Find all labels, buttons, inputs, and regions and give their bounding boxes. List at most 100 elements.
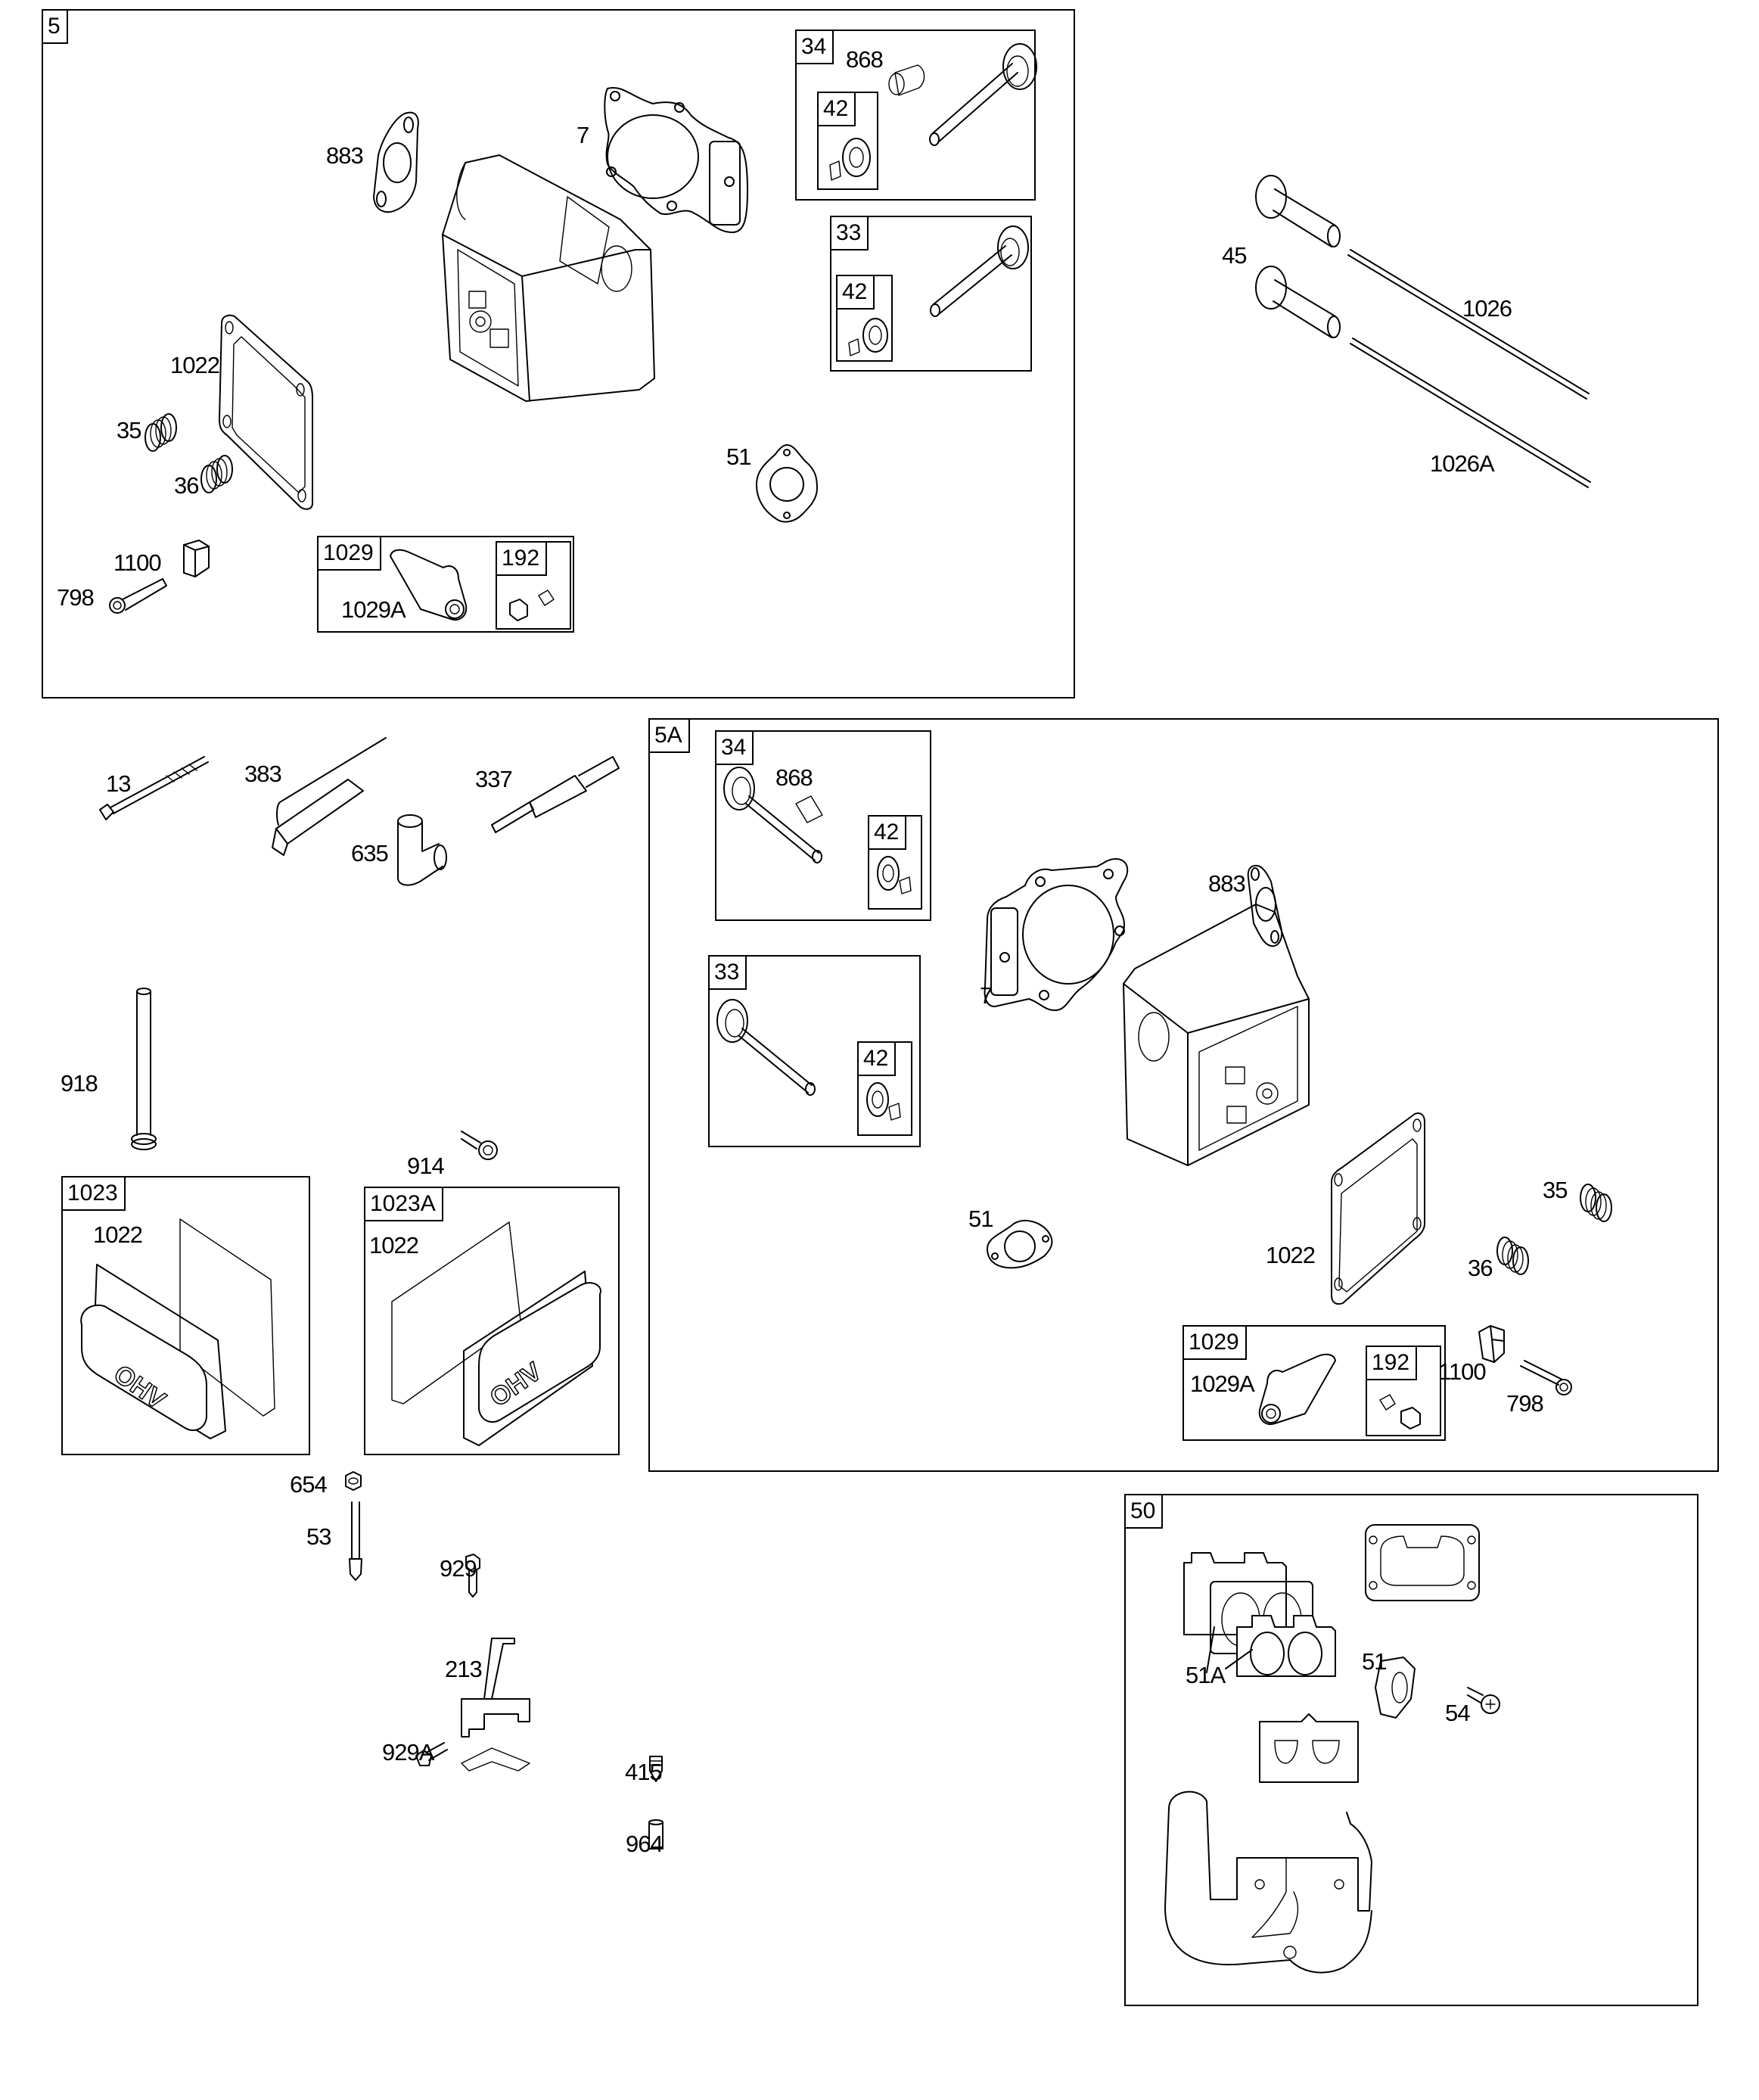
valve-cover-gasket-drawing — [1331, 1112, 1425, 1305]
valve-spring-36-drawing — [1496, 1237, 1529, 1275]
kit-ref-tag: 33 — [830, 216, 869, 250]
part-label-1026[interactable]: 1026 — [1462, 295, 1512, 322]
kit-ref-tag: 42 — [836, 275, 875, 310]
part-label-35[interactable]: 35 — [117, 417, 141, 443]
intake-valve-drawing — [716, 999, 816, 1096]
spark-plug-wrench-drawing — [272, 737, 387, 856]
intake-manifold-drawing — [1164, 1790, 1372, 1974]
screw-914-drawing — [461, 1131, 498, 1160]
valve-retainer-drawing — [848, 318, 888, 356]
screw-929-drawing — [465, 1554, 480, 1598]
kit-ref-tag: 192 — [496, 541, 548, 576]
kit-ref-tag: 42 — [857, 1041, 897, 1076]
part-label-1100[interactable]: 1100 — [113, 549, 162, 576]
part-label-51[interactable]: 51 — [726, 443, 751, 470]
section-50-intake-manifold: 50 — [1124, 1494, 1698, 2006]
part-label-383[interactable]: 383 — [244, 761, 282, 787]
part-label-36[interactable]: 36 — [1468, 1255, 1493, 1281]
retainer-kit-box: 42 — [817, 92, 878, 190]
adjuster-kit-box: 192 — [496, 541, 571, 630]
part-label-914[interactable]: 914 — [407, 1153, 445, 1179]
exhaust-valve-kit-box: 34 868 42 — [795, 30, 1037, 201]
cylinder-head-drawing — [1123, 904, 1310, 1166]
part-label-337[interactable]: 337 — [475, 766, 513, 792]
part-label-1022[interactable]: 1022 — [93, 1221, 143, 1248]
section-ref-tag: 5A — [648, 718, 690, 753]
section-5a-cylinder-head: 5A — [648, 718, 1719, 1472]
part-label-1026a[interactable]: 1026A — [1430, 450, 1495, 477]
kit-ref-tag: 1023A — [364, 1187, 443, 1221]
kit-ref-tag: 192 — [1366, 1346, 1418, 1380]
manifold-cover-gasket-drawing — [1365, 1524, 1480, 1601]
part-label-35[interactable]: 35 — [1543, 1177, 1568, 1203]
screw-929a-drawing — [415, 1742, 448, 1766]
part-label-918[interactable]: 918 — [61, 1070, 98, 1097]
fitting-415-drawing — [649, 1756, 663, 1782]
part-label-883[interactable]: 883 — [1208, 870, 1246, 897]
kit-ref-tag: 33 — [708, 955, 747, 990]
intake-valve-kit-box: 33 42 — [708, 955, 921, 1147]
rocker-arm-drawing — [1258, 1353, 1336, 1425]
part-label-798[interactable]: 798 — [1506, 1390, 1544, 1417]
valve-cover-kit-box-alt: 1023A 1022 OHV — [364, 1187, 620, 1455]
part-label-53[interactable]: 53 — [306, 1523, 331, 1550]
part-label-929[interactable]: 929 — [440, 1555, 477, 1582]
part-label-51[interactable]: 51 — [968, 1206, 993, 1232]
valve-retainer-drawing — [877, 856, 912, 894]
rocker-arm-kit-box: 1029 1029A 192 — [317, 536, 574, 633]
part-label-1029a[interactable]: 1029A — [1190, 1370, 1255, 1397]
rocker-arm-drawing — [390, 549, 468, 621]
manifold-flange-gasket-drawing — [1375, 1657, 1416, 1719]
valve-retainer-drawing — [829, 138, 871, 181]
part-label-964[interactable]: 964 — [626, 1831, 664, 1857]
valve-spring-36-drawing — [200, 455, 233, 493]
part-label-45[interactable]: 45 — [1222, 242, 1247, 269]
intake-gasket-drawing — [987, 1220, 1053, 1269]
kit-ref-tag: 42 — [868, 815, 907, 850]
exhaust-valve-kit-box: 34 868 42 — [715, 730, 931, 921]
manifold-lower-gasket-drawing — [1259, 1713, 1359, 1783]
nut-654-drawing — [345, 1471, 362, 1491]
part-label-1022[interactable]: 1022 — [369, 1232, 419, 1258]
part-label-54[interactable]: 54 — [1445, 1700, 1470, 1726]
kit-ref-tag: 34 — [795, 30, 834, 64]
kit-ref-tag: 1029 — [317, 536, 381, 571]
part-label-7[interactable]: 7 — [576, 122, 589, 148]
spacer-964-drawing — [648, 1819, 664, 1850]
bracket-213-drawing — [461, 1638, 530, 1772]
part-label-1100[interactable]: 1100 — [1438, 1358, 1487, 1385]
part-label-868[interactable]: 868 — [775, 764, 813, 791]
part-label-654[interactable]: 654 — [290, 1471, 328, 1498]
spark-plug-drawing — [491, 756, 620, 833]
valve-cover-kit-box: 1023 1022 OHV — [61, 1176, 310, 1455]
part-label-213[interactable]: 213 — [445, 1656, 483, 1682]
adjuster-nut-drawing — [509, 590, 555, 621]
part-label-7[interactable]: 7 — [980, 982, 993, 1009]
spark-plug-boot-drawing — [397, 814, 447, 886]
kit-ref-tag: 42 — [817, 92, 856, 126]
adjuster-nut-drawing — [1379, 1394, 1421, 1430]
part-label-1022[interactable]: 1022 — [170, 352, 220, 378]
cylinder-head-drawing — [442, 154, 655, 402]
part-label-13[interactable]: 13 — [106, 770, 131, 797]
stud-53-drawing — [349, 1501, 362, 1581]
valve-spring-35-drawing — [1580, 1184, 1612, 1222]
retainer-kit-box: 42 — [868, 815, 922, 910]
head-bolt-drawing — [99, 756, 209, 820]
part-label-36[interactable]: 36 — [174, 472, 199, 499]
exhaust-valve-drawing — [723, 767, 823, 863]
part-label-1029a[interactable]: 1029A — [341, 596, 406, 623]
part-label-1022[interactable]: 1022 — [1266, 1242, 1316, 1268]
section-ref-tag: 50 — [1124, 1494, 1164, 1529]
part-label-883[interactable]: 883 — [326, 142, 364, 169]
valve-spring-35-drawing — [145, 413, 177, 452]
part-label-798[interactable]: 798 — [57, 584, 95, 611]
part-label-635[interactable]: 635 — [351, 840, 389, 866]
valve-cover-drawing: OHV — [80, 1218, 275, 1439]
manifold-gaskets-drawing — [1183, 1552, 1336, 1677]
part-label-868[interactable]: 868 — [846, 46, 884, 73]
retainer-kit-box: 42 — [857, 1041, 912, 1136]
rocker-arm-kit-box: 1029 1029A 192 — [1183, 1325, 1446, 1441]
rocker-stud-block-drawing — [1478, 1325, 1505, 1363]
part-label-51a[interactable]: 51A — [1186, 1662, 1226, 1688]
